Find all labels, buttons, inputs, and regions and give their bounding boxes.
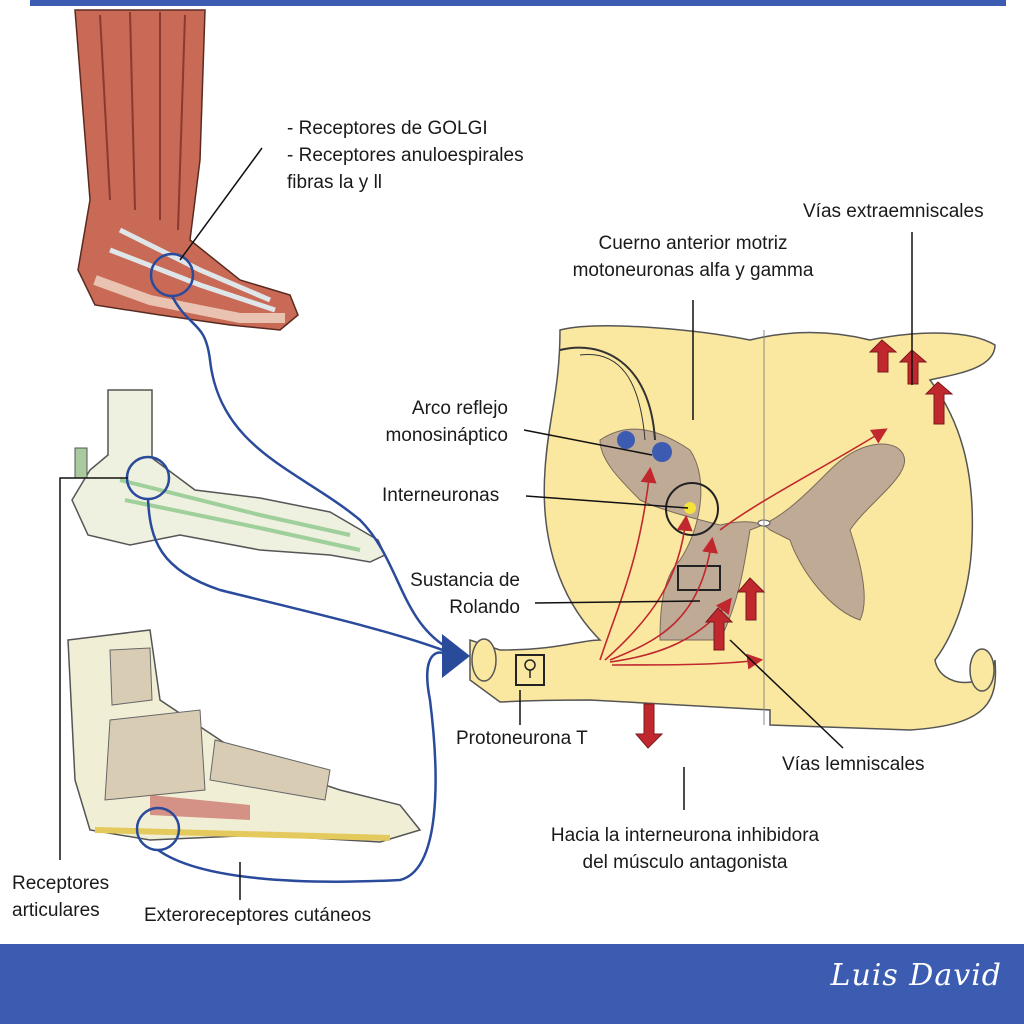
foot-receptors-label: - Receptores de GOLGI - Receptores anulo…	[287, 118, 524, 193]
leg-muscles-illustration	[74, 9, 299, 331]
afferent-fibers	[146, 295, 449, 883]
reflex-arc-label: Arco reflejo monosináptico	[385, 398, 508, 446]
rolando-box	[677, 565, 721, 591]
spinal-cord-illustration	[469, 325, 997, 731]
intraspinal-pathways	[599, 428, 888, 670]
motoneuron-icon	[652, 442, 672, 462]
interneurons-label: Interneuronas	[382, 485, 500, 506]
anatomy-illustration	[59, 9, 997, 900]
arrow-head-icon	[442, 634, 470, 678]
up-arrow-icon	[924, 381, 954, 425]
anterior-horn-label: Cuerno anterior motriz motoneuronas alfa…	[572, 233, 814, 281]
bottom-bar	[0, 944, 1024, 1024]
down-arrow-icon	[634, 703, 664, 749]
up-arrow-icon	[704, 607, 734, 651]
lemniscal-label: Vías lemniscales	[782, 754, 925, 775]
up-arrow-icon	[868, 339, 898, 373]
rolando-label: Sustancia de Rolando	[410, 570, 520, 618]
up-arrow-icon	[898, 349, 928, 385]
skin-receptors-label: Exteroreceptores cutáneos	[144, 905, 372, 926]
top-bar	[30, 0, 1006, 6]
up-arrow-icon	[736, 577, 766, 621]
interneuron-circle	[665, 482, 719, 536]
inhibitory-label: Hacia la interneurona inhibidora del mús…	[550, 825, 820, 873]
leader-line	[179, 147, 263, 261]
extraemniscal-label: Vías extraemniscales	[803, 201, 984, 222]
leader-lines	[59, 232, 913, 900]
author-signature: Luis David	[830, 958, 1002, 993]
motoneuron-icon	[617, 431, 635, 449]
interneuron-icon	[684, 502, 696, 514]
foot-section-illustration	[67, 629, 422, 852]
protoneuron-label: Protoneurona T	[456, 728, 588, 749]
pathway-arrows	[634, 339, 954, 749]
joint-receptors-label: Receptores articulares	[12, 873, 110, 921]
